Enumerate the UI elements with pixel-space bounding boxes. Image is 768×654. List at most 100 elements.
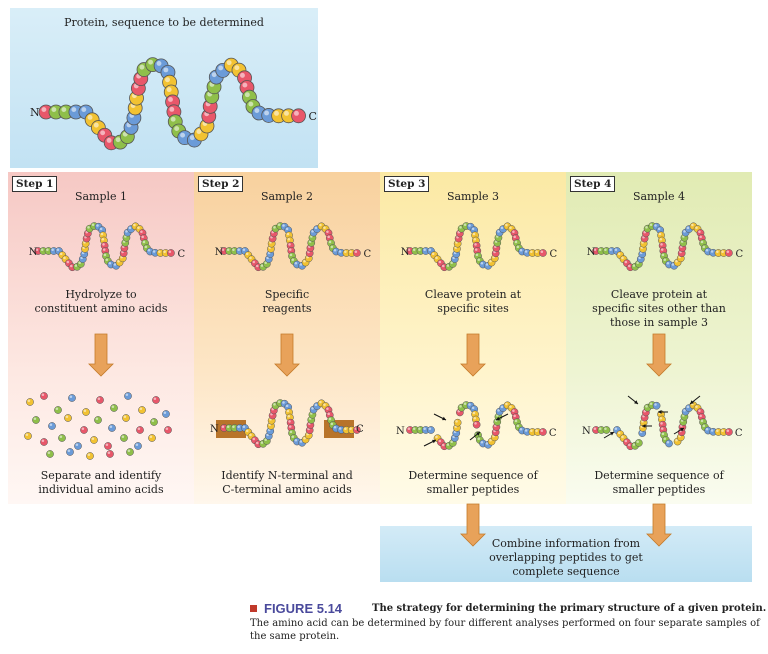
amino-acid-bead [74, 442, 82, 450]
amino-acid-bead [660, 252, 668, 260]
process-arrow [646, 333, 672, 377]
amino-acid-bead [82, 408, 90, 416]
amino-acid-bead [136, 426, 144, 434]
combine-panel [380, 526, 752, 582]
amino-acid-bead [539, 249, 547, 257]
amino-acid-bead [64, 414, 72, 422]
cleavage-arrow-head [610, 432, 614, 436]
cleavage-arrow-head [476, 432, 480, 436]
n-terminus-label: N [29, 247, 38, 258]
cleavage-arrow-head [432, 439, 436, 444]
step-4-description: Cleave protein at specific sites other t… [592, 288, 726, 329]
amino-acid-bead [90, 436, 98, 444]
step-4-result: Determine sequence of smaller peptides [594, 469, 724, 496]
process-arrow [460, 333, 486, 377]
amino-acid-bead [719, 428, 728, 436]
amino-acid-bead [104, 442, 112, 450]
amino-acid-bead [24, 432, 32, 440]
amino-acid-bead [110, 404, 118, 412]
n-terminus-label: N [582, 426, 591, 437]
amino-acid-bead [66, 448, 74, 456]
amino-acid-bead [48, 422, 56, 430]
amino-acid-bead [86, 452, 94, 460]
cleavage-arrow-head [658, 410, 662, 414]
amino-acid-bead [152, 396, 160, 404]
amino-acid-bead [167, 249, 175, 257]
process-arrow [88, 333, 114, 377]
amino-acid-bead [225, 247, 234, 255]
step-3-label: Step 3 [384, 176, 430, 192]
amino-acid-bead [138, 406, 146, 414]
amino-acid-bead [719, 249, 728, 257]
amino-acid-bead [80, 426, 88, 434]
combine-arrow [460, 503, 486, 547]
amino-acid-bead [40, 392, 48, 400]
amino-acid-bead [725, 428, 733, 436]
amino-acid-bead [634, 439, 643, 447]
amino-acid-bead [607, 247, 616, 255]
amino-acid-bead [124, 392, 132, 400]
n-terminus-label: N [401, 247, 410, 258]
cleavage-arrow-head [642, 424, 646, 428]
caption-figure-number: FIGURE 5.14 [264, 601, 343, 616]
n-terminus-label: N [215, 247, 224, 258]
amino-acid-bead [106, 450, 114, 458]
amino-acid-bead [602, 426, 611, 434]
amino-acid-bead [235, 424, 244, 432]
amino-acid-bead [539, 428, 547, 436]
amino-acid-bead [347, 249, 356, 257]
amino-acid-bead [58, 434, 66, 442]
amino-acid-bead [416, 247, 425, 255]
step-4-label: Step 4 [570, 176, 616, 192]
cleavage-arrow-head [496, 416, 500, 421]
step-1-result: Separate and identify individual amino a… [38, 469, 164, 496]
amino-acid-bead [230, 247, 239, 255]
amino-acid-bead [472, 420, 481, 429]
combine-text: Combine information from overlapping pep… [489, 537, 643, 578]
amino-acid-bead [528, 428, 537, 436]
amino-acid-bead [421, 426, 430, 434]
amino-acid-bead [120, 434, 128, 442]
amino-acid-bead [164, 426, 172, 434]
amino-acid-bead [725, 249, 733, 257]
amino-acid-bead [162, 410, 170, 418]
cleavage-arrow-head [442, 416, 446, 421]
step-2-label: Step 2 [198, 176, 244, 192]
amino-acid-bead [134, 442, 142, 450]
amino-acid-bead [32, 416, 40, 424]
amino-acid-bead [148, 434, 156, 442]
amino-acid-bead [96, 396, 104, 404]
amino-acid-bead [427, 426, 435, 434]
amino-acid-bead [665, 439, 673, 448]
amino-acid-bead [126, 448, 134, 456]
caption-title: The strategy for determining the primary… [372, 603, 767, 614]
step-3-description: Cleave protein at specific sites [424, 288, 522, 315]
amino-acid-bead [40, 438, 48, 446]
step-3-result: Determine sequence of smaller peptides [408, 469, 538, 496]
c-terminus-label: C [356, 424, 364, 435]
amino-acid-bead [108, 424, 116, 432]
c-terminus-label: C [735, 428, 743, 439]
n-terminus-label: N [396, 426, 405, 437]
step-1-description: Hydrolyze to constituent amino acids [34, 288, 168, 315]
amino-acid-bead [230, 424, 239, 432]
sample-2-label: Sample 2 [260, 190, 314, 203]
cleavage-arrow-head [690, 400, 694, 404]
amino-acid-bead [652, 401, 661, 410]
amino-acid-bead [68, 394, 76, 402]
step-2-result: Identify N-terminal and C-terminal amino… [221, 469, 353, 496]
n-terminus-label: N [210, 424, 219, 435]
amino-acid-bead [291, 108, 306, 124]
c-terminus-label: C [549, 428, 557, 439]
amino-acid-bead [161, 249, 170, 257]
amino-acid-bead [353, 249, 361, 257]
amino-acid-bead [122, 414, 130, 422]
cleavage-arrow-head [680, 428, 684, 432]
n-terminus-label: N [30, 106, 40, 119]
amino-acid-bead [453, 418, 462, 427]
sample-3-label: Sample 3 [446, 190, 500, 203]
protein-title: Protein, sequence to be determined [64, 16, 264, 29]
amino-acid-bead [416, 426, 425, 434]
amino-acid-bead [353, 426, 361, 434]
c-terminus-label: C [550, 249, 558, 260]
